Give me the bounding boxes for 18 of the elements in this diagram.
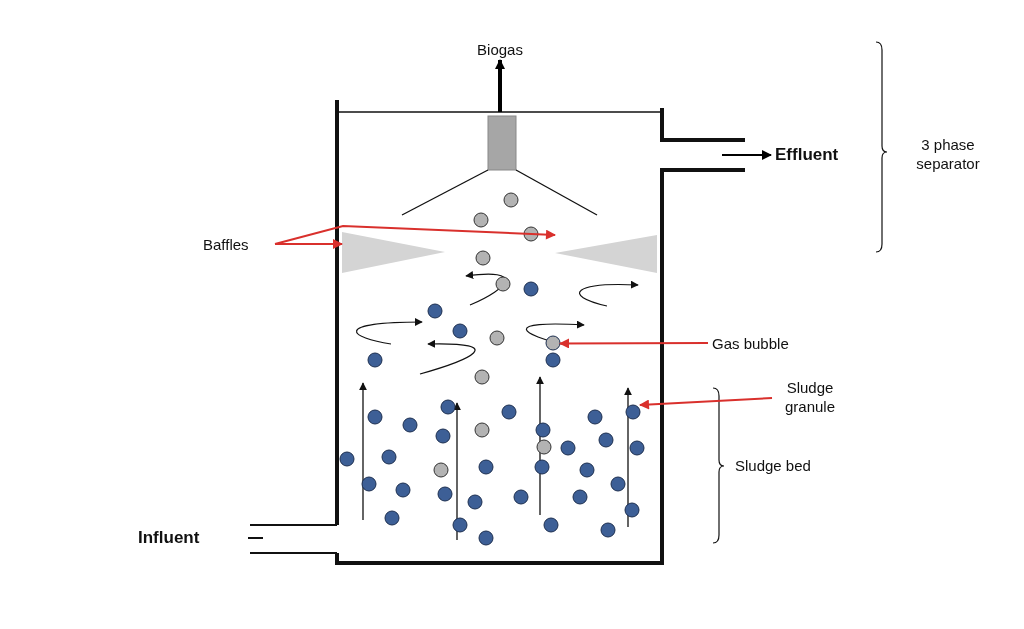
gas-bubble bbox=[545, 335, 561, 351]
baffle bbox=[555, 235, 657, 273]
arrow bbox=[559, 338, 709, 349]
callout-label: Biogas bbox=[468, 40, 532, 59]
arrow bbox=[274, 225, 556, 245]
callout-label: Influent bbox=[138, 528, 244, 547]
callout-label: Gas bubble bbox=[712, 334, 834, 353]
annotation-label: 3 phase separator bbox=[915, 135, 981, 173]
callout-label: Sludge granule bbox=[768, 378, 852, 416]
arrow bbox=[639, 397, 773, 410]
annotation-label: Sludge bed bbox=[735, 456, 812, 475]
sludge-granule bbox=[625, 404, 641, 420]
callout-label: Effluent bbox=[775, 145, 879, 164]
arrow bbox=[721, 150, 772, 160]
baffle bbox=[342, 232, 445, 273]
arrow bbox=[495, 59, 505, 112]
callout-label: Baffles bbox=[203, 235, 279, 254]
arrow bbox=[274, 239, 343, 249]
